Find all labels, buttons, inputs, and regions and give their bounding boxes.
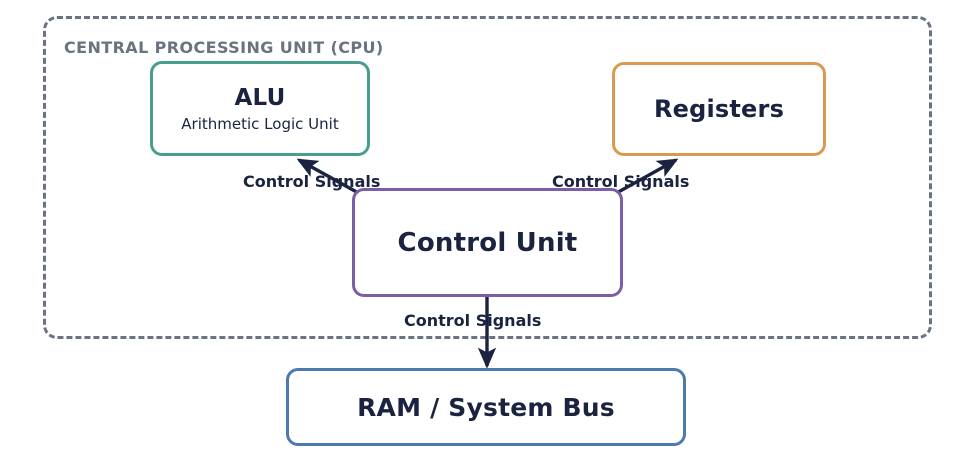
node-registers[interactable]: Registers bbox=[612, 62, 826, 156]
node-ram-system-bus[interactable]: RAM / System Bus bbox=[286, 368, 686, 446]
edge-label-control-unit-to-registers: Control Signals bbox=[552, 172, 690, 191]
edge-label-control-unit-to-alu: Control Signals bbox=[243, 172, 381, 191]
node-alu[interactable]: ALU Arithmetic Logic Unit bbox=[150, 61, 370, 156]
cpu-boundary-label: CENTRAL PROCESSING UNIT (CPU) bbox=[64, 38, 384, 57]
node-alu-subtitle: Arithmetic Logic Unit bbox=[181, 114, 339, 133]
node-ram-system-bus-title: RAM / System Bus bbox=[357, 392, 615, 422]
edge-label-control-unit-to-ram: Control Signals bbox=[404, 311, 542, 330]
node-control-unit-title: Control Unit bbox=[397, 227, 578, 258]
node-control-unit[interactable]: Control Unit bbox=[352, 188, 623, 297]
node-registers-title: Registers bbox=[653, 95, 785, 123]
node-alu-title: ALU bbox=[234, 84, 286, 111]
